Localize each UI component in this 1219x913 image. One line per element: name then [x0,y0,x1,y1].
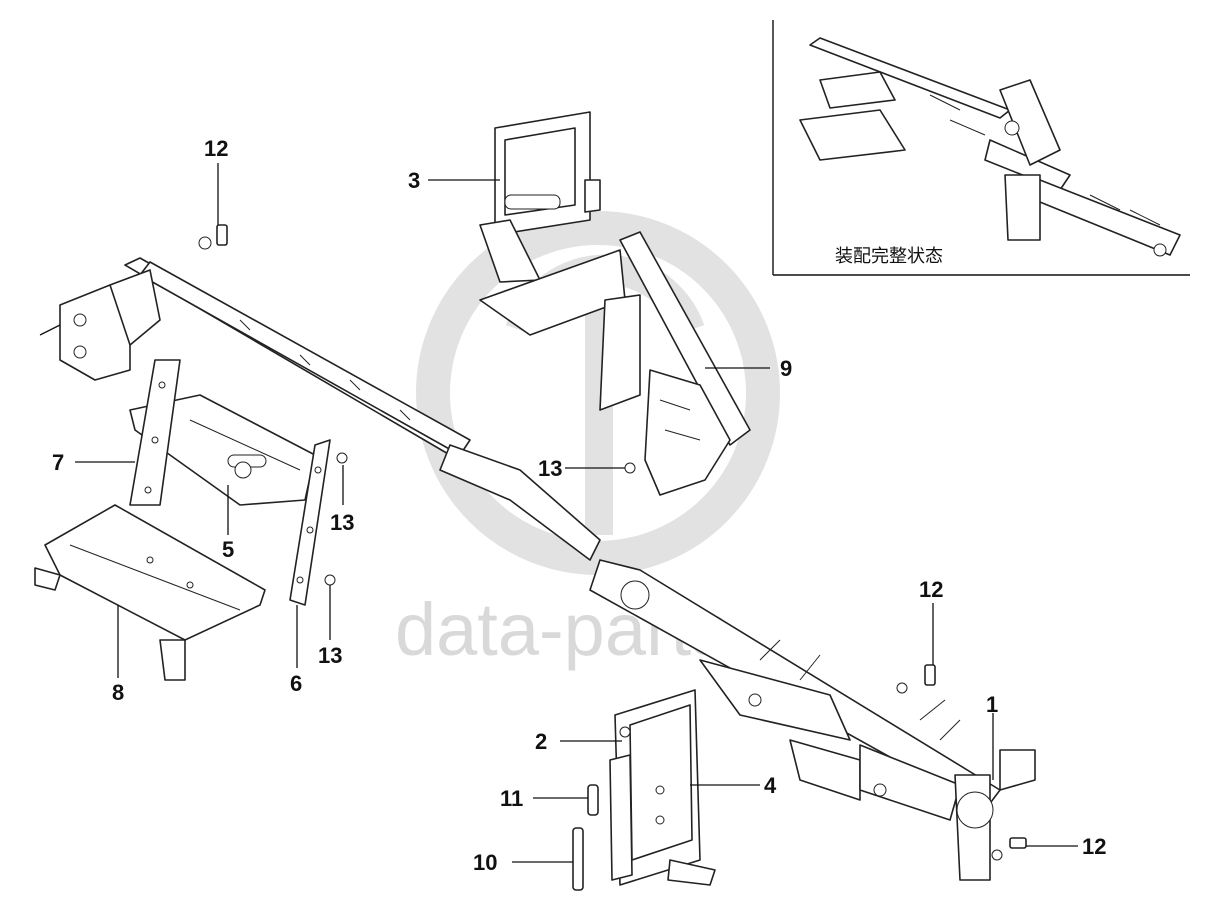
callout-12-right-upper: 12 [919,577,943,602]
inset-panel: 装配完整状态 [772,20,1190,276]
leader-lines [75,163,1078,863]
callout-10: 10 [473,850,497,875]
callout-4: 4 [764,773,777,798]
callout-7: 7 [52,450,64,475]
bolt-12-right-lower [991,837,1027,861]
callout-12-right-lower: 12 [1082,834,1106,859]
callout-5: 5 [222,537,234,562]
callout-13-left: 13 [330,510,354,535]
callout-3: 3 [408,168,420,193]
bolt-12-top-left [198,224,228,250]
left-end-bracket [39,269,161,381]
cross-car-beam [124,257,1036,881]
callout-2: 2 [535,729,547,754]
callout-13-center: 13 [538,456,562,481]
part-6-strap [289,439,331,606]
part-5-tray [129,394,316,506]
callout-13-lower: 13 [318,643,342,668]
callout-8: 8 [112,680,124,705]
part-11-pin [587,784,599,816]
screw-13-center [624,462,636,474]
callout-9: 9 [780,356,792,381]
screw-13-left [336,452,348,464]
screw-13-lower [324,574,336,586]
callout-labels: 1 2 3 4 5 6 7 8 9 10 11 12 12 12 13 13 1… [52,136,1106,875]
watermark-logo-ring [416,211,780,575]
part-10-pin [572,827,584,891]
inset-caption: 装配完整状态 [835,246,943,267]
part-8-tray [34,504,266,681]
bolt-12-right-upper [896,664,936,694]
inset-assembly-drawing [799,37,1181,257]
part-9-bracket [599,231,751,496]
part-2-4-support [609,689,716,886]
callout-11: 11 [500,786,523,811]
part-3-bracket [479,111,626,336]
callout-6: 6 [290,671,302,696]
callout-1: 1 [986,692,998,717]
part-7-strap [129,359,181,506]
callout-12-top-left: 12 [204,136,228,161]
